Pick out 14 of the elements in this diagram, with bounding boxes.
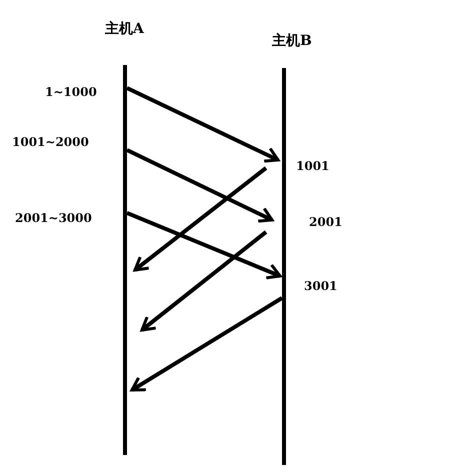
arrow xyxy=(130,296,284,392)
edge-label: 3001 xyxy=(304,279,338,293)
edge-label: 2001 xyxy=(309,215,342,229)
arrow xyxy=(126,211,282,280)
edge-label: 2001~3000 xyxy=(15,211,92,225)
arrow xyxy=(140,230,268,332)
arrow xyxy=(126,86,280,163)
arrow xyxy=(134,166,268,272)
host-label: 主机B xyxy=(272,32,312,50)
edge-label: 1~1000 xyxy=(45,85,97,99)
arrow xyxy=(126,148,274,223)
host-label: 主机A xyxy=(105,20,144,38)
edge-label: 1001 xyxy=(296,159,330,173)
edge-label: 1001~2000 xyxy=(12,135,89,149)
